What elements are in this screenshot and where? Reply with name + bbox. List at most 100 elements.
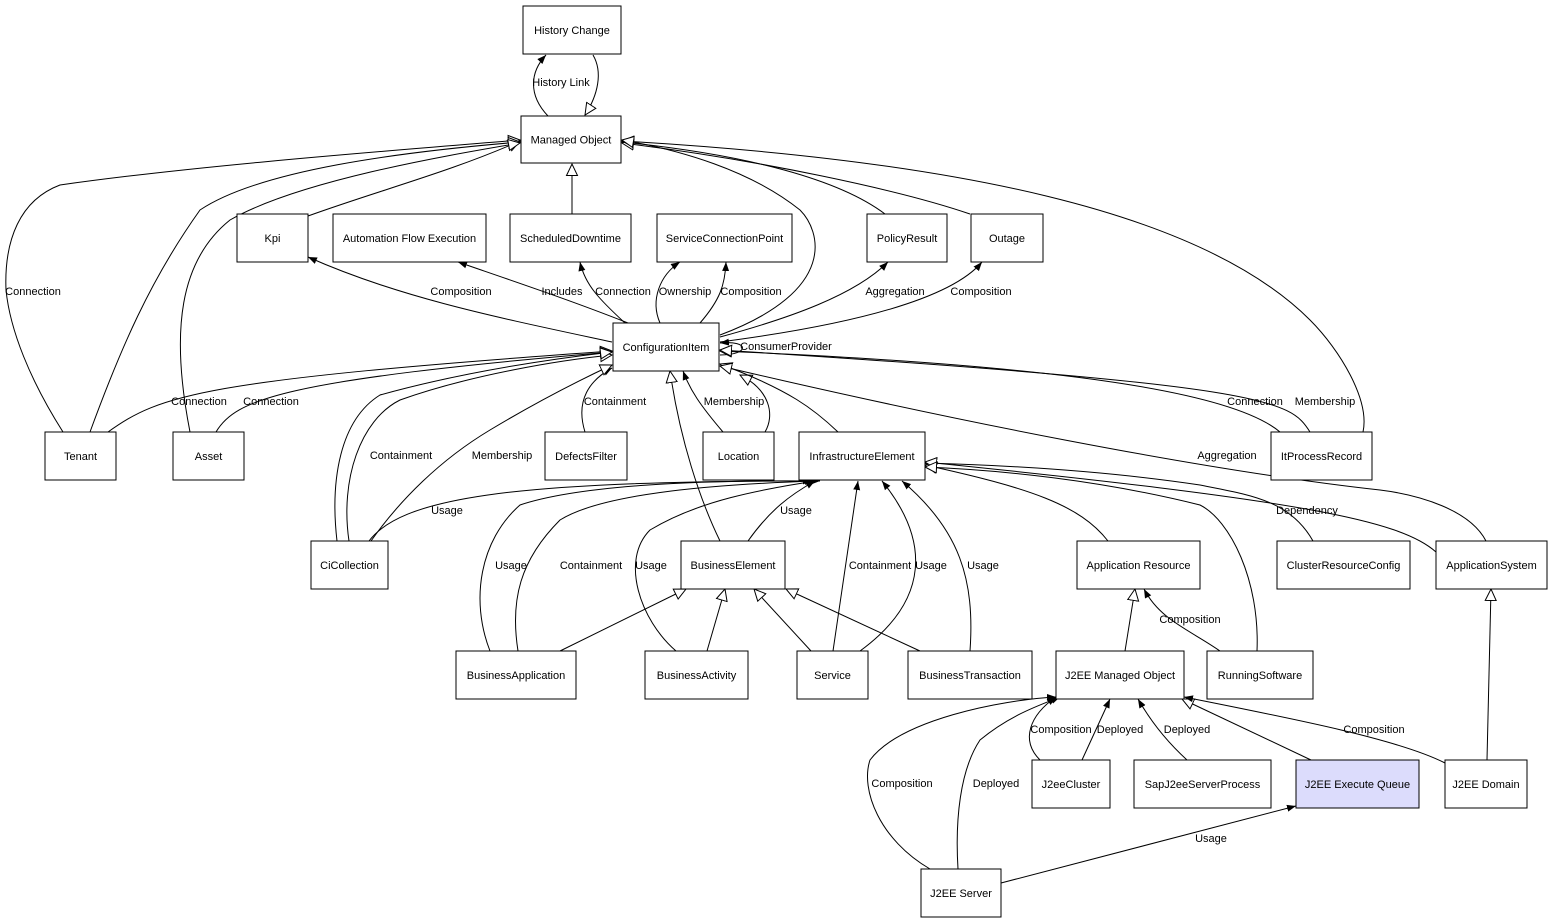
edge-line xyxy=(719,261,889,338)
node-j2ee-domain[interactable]: J2EE Domain xyxy=(1444,759,1528,809)
node-box xyxy=(1031,759,1111,809)
edge-label: Includes xyxy=(542,286,583,298)
edge-e35: Usage xyxy=(479,477,813,652)
edge-line xyxy=(718,362,1487,542)
edge-e38: Usage xyxy=(859,480,947,652)
node-box xyxy=(1076,540,1201,590)
node-box xyxy=(1055,650,1185,700)
edge-line xyxy=(635,478,816,652)
edge-label: Composition xyxy=(430,286,491,298)
edge-e7 xyxy=(179,138,522,433)
node-application-system[interactable]: ApplicationSystem xyxy=(1435,540,1548,590)
edge-label: Connection xyxy=(171,396,227,408)
edge-line xyxy=(559,588,688,652)
node-service[interactable]: Service xyxy=(796,650,869,700)
edge-line xyxy=(1143,588,1221,652)
edge-label: Usage xyxy=(431,505,463,517)
edge-e29 xyxy=(334,347,614,542)
node-label: DefectsFilter xyxy=(555,451,617,463)
edge-e27: Containment xyxy=(346,349,614,542)
edge-line xyxy=(753,588,812,652)
edge-label: Connection xyxy=(595,286,651,298)
edge-line xyxy=(719,261,983,343)
node-j2ee-cluster[interactable]: J2eeCluster xyxy=(1031,759,1111,809)
edge-line xyxy=(719,338,743,356)
node-policy-result[interactable]: PolicyResult xyxy=(866,213,948,263)
node-defects-filter[interactable]: DefectsFilter xyxy=(544,431,628,481)
node-outage[interactable]: Outage xyxy=(970,213,1044,263)
edge-label: Usage xyxy=(967,560,999,572)
node-service-connection-point[interactable]: ServiceConnectionPoint xyxy=(656,213,793,263)
edge-e25: Membership xyxy=(718,344,1355,433)
edge-e45 xyxy=(559,588,688,652)
edge-label: Connection xyxy=(243,396,299,408)
node-it-process-record[interactable]: ItProcessRecord xyxy=(1270,431,1373,481)
edge-e14: Connection xyxy=(578,261,651,324)
edge-line xyxy=(620,138,971,215)
edge-label: Connection xyxy=(5,286,61,298)
node-label: History Change xyxy=(534,25,610,37)
node-managed-object[interactable]: Managed Object xyxy=(520,115,622,164)
node-business-application[interactable]: BusinessApplication xyxy=(455,650,577,700)
node-cluster-resource-config[interactable]: ClusterResourceConfig xyxy=(1276,540,1411,590)
node-box xyxy=(680,540,786,590)
node-j2ee-managed-object[interactable]: J2EE Managed Object xyxy=(1055,650,1185,700)
edge-line xyxy=(1137,698,1188,761)
node-configuration-item[interactable]: ConfigurationItem xyxy=(612,322,720,372)
edge-line xyxy=(5,134,522,433)
node-business-element[interactable]: BusinessElement xyxy=(680,540,786,590)
node-box xyxy=(522,5,622,55)
node-asset[interactable]: Asset xyxy=(172,431,245,481)
node-label: Managed Object xyxy=(531,135,612,147)
edge-line xyxy=(1000,804,1297,884)
edge-label: Dependency xyxy=(1276,505,1338,517)
node-label: Service xyxy=(814,670,851,682)
node-ci-collection[interactable]: CiCollection xyxy=(310,540,389,590)
edge-label: Aggregation xyxy=(865,286,924,298)
node-scheduled-downtime[interactable]: ScheduledDowntime xyxy=(509,213,632,263)
edge-e21: Connection xyxy=(215,346,614,433)
node-infrastructure-element[interactable]: InfrastructureElement xyxy=(798,431,926,481)
node-label: ServiceConnectionPoint xyxy=(666,233,783,245)
edge-line xyxy=(457,261,629,324)
edge-line xyxy=(682,370,724,433)
node-history-change[interactable]: History Change xyxy=(522,5,622,55)
edge-line xyxy=(1081,698,1111,761)
node-sap-j2ee-server-process[interactable]: SapJ2eeServerProcess xyxy=(1133,759,1272,809)
edge-label: Usage xyxy=(1195,833,1227,845)
edge-line xyxy=(89,136,522,433)
node-running-software[interactable]: RunningSoftware xyxy=(1206,650,1314,700)
node-application-resource[interactable]: Application Resource xyxy=(1076,540,1201,590)
edge-line xyxy=(1180,698,1312,761)
node-tenant[interactable]: Tenant xyxy=(44,431,117,481)
node-j2ee-execute-queue[interactable]: J2EE Execute Queue xyxy=(1295,759,1420,809)
edge-e55: Composition xyxy=(1183,695,1446,764)
edge-e31: Aggregation xyxy=(718,362,1487,542)
node-label: BusinessActivity xyxy=(657,670,737,682)
edge-label: Composition xyxy=(1159,614,1220,626)
edge-e33: Usage xyxy=(747,480,816,542)
edge-e2 xyxy=(584,54,599,116)
node-business-transaction[interactable]: BusinessTransaction xyxy=(907,650,1033,700)
node-label: J2eeCluster xyxy=(1042,779,1101,791)
edge-line xyxy=(1484,587,1498,761)
edge-label: Containment xyxy=(849,560,911,572)
edge-e46 xyxy=(706,587,728,652)
node-j2ee-server[interactable]: J2EE Server xyxy=(920,868,1002,918)
edge-e50 xyxy=(1124,587,1140,652)
edge-e37: Containment xyxy=(832,480,911,652)
node-location[interactable]: Location xyxy=(702,431,775,481)
edge-label: Deployed xyxy=(1097,724,1143,736)
node-automation-flow-execution[interactable]: Automation Flow Execution xyxy=(332,213,487,263)
edge-line xyxy=(584,54,599,116)
node-business-activity[interactable]: BusinessActivity xyxy=(644,650,749,700)
edge-label: Usage xyxy=(915,560,947,572)
edge-line xyxy=(1029,696,1057,761)
edge-e5 xyxy=(5,134,522,433)
node-label: Location xyxy=(718,451,760,463)
node-label: ApplicationSystem xyxy=(1446,560,1537,572)
node-kpi[interactable]: Kpi xyxy=(236,213,309,263)
node-label: BusinessApplication xyxy=(467,670,565,682)
node-label: Outage xyxy=(989,233,1025,245)
